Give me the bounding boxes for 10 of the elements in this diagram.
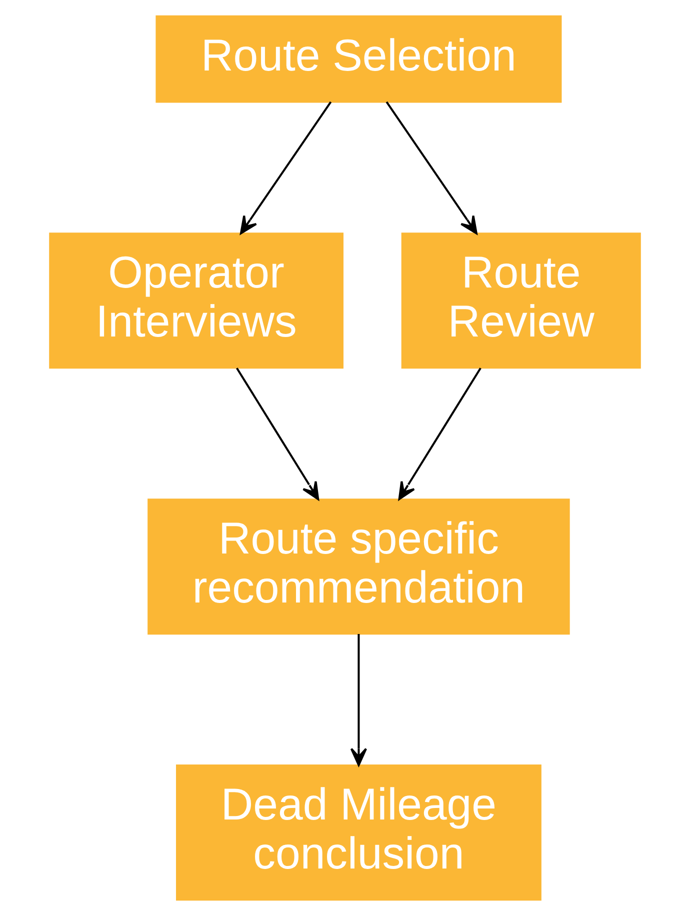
node-box: Operator Interviews [49, 232, 344, 369]
node-box: Route Review [401, 232, 641, 369]
arrow [386, 101, 478, 234]
arrow [398, 368, 482, 500]
arrow [350, 634, 368, 766]
arrow [240, 101, 332, 234]
node-box: Route specific recommendation [148, 498, 570, 635]
node-box: Dead Mileage conclusion [176, 764, 542, 901]
arrow [236, 368, 320, 500]
node-box: Route Selection [156, 15, 562, 103]
